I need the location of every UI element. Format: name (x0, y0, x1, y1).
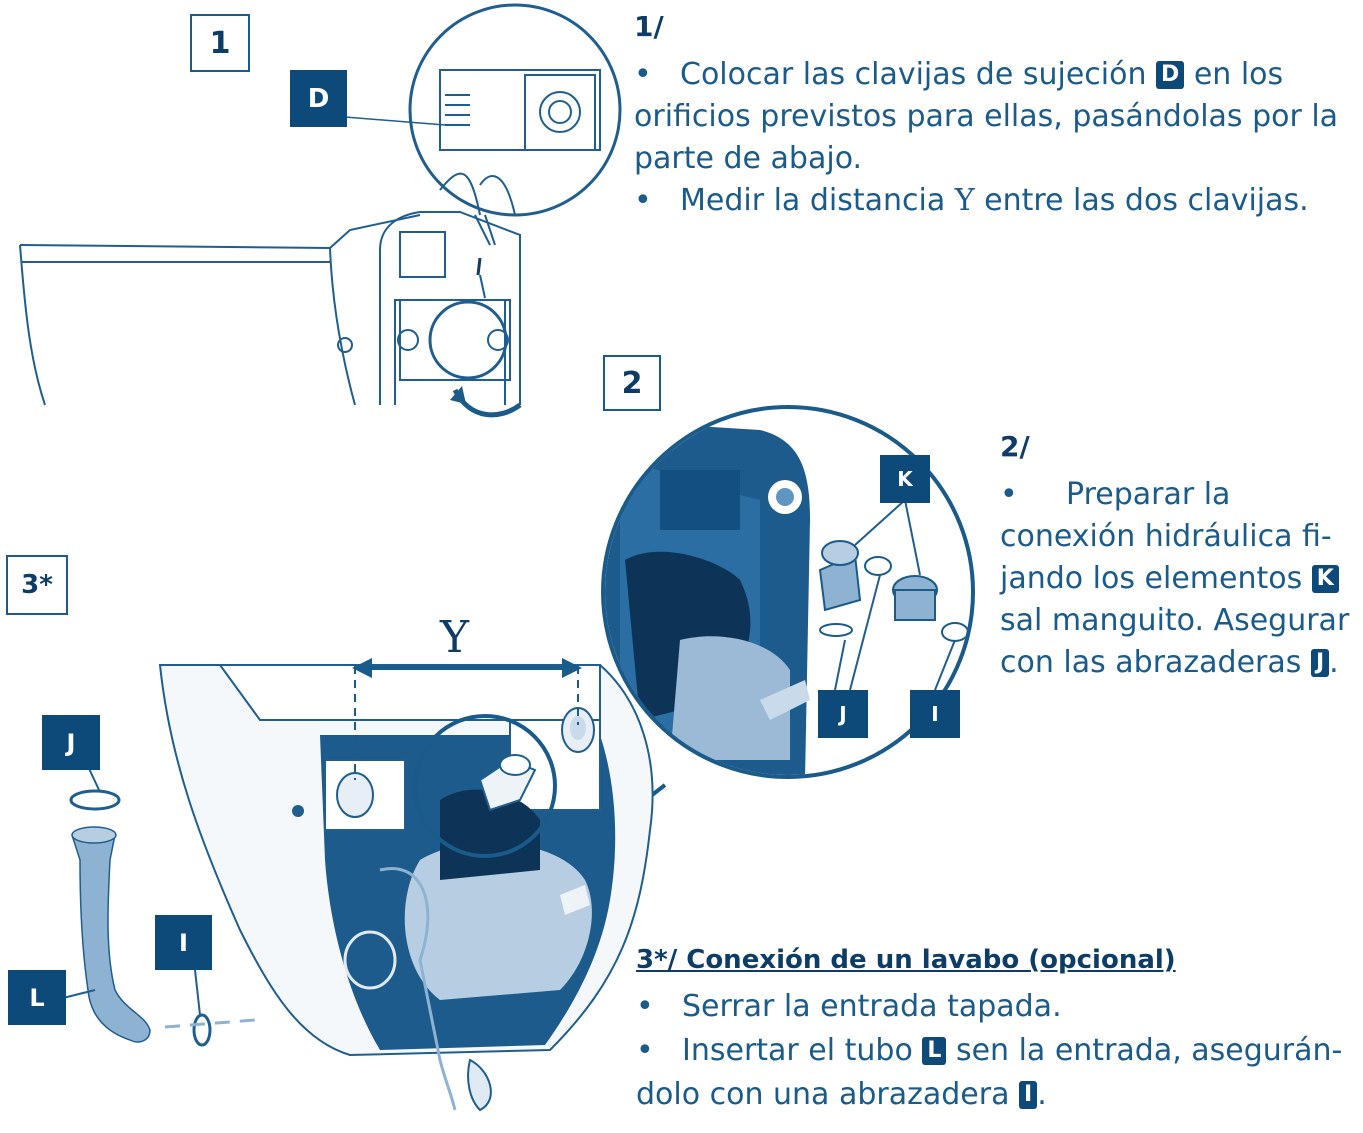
section-2-line-3: jando los elementos K (1000, 558, 1339, 600)
step-3-box: 3* (6, 555, 68, 615)
section-1-bullet-1-line-3: parte de abajo. (634, 141, 863, 176)
section-1-heading: 1/ (634, 10, 664, 43)
step-2-number: 2 (621, 365, 643, 401)
part-tag-i: I (155, 915, 212, 970)
section-1-bullet-2: •Medir la distancia Y entre las dos clav… (634, 183, 1309, 218)
part-tag-j-detail: J (818, 690, 868, 738)
section-2-line-1: •Preparar la (1000, 477, 1231, 512)
part-tag-k: K (880, 455, 930, 503)
y-dimension-arrow (352, 658, 582, 678)
section-2-heading: 2/ (1000, 430, 1030, 463)
section-3-heading: 3*/ Conexión de un lavabo (opcional) (636, 945, 1176, 975)
section-2-line-5: con las abrazaderas J. (1000, 645, 1339, 680)
part-tag-l: L (8, 970, 66, 1025)
inline-badge-i: I (1019, 1081, 1038, 1109)
inline-badge-j: J (1310, 649, 1330, 677)
step-2-box: 2 (603, 355, 661, 411)
part-tag-j: J (42, 715, 100, 770)
step-3-number: 3* (21, 570, 53, 600)
dimension-label-y: Y (440, 612, 470, 663)
section-2-line-4: sal manguito. Asegurar (1000, 603, 1350, 638)
part-tag-i-detail: I (910, 690, 960, 738)
leader-line-d (344, 116, 446, 126)
inline-badge-l: L (922, 1037, 947, 1065)
inline-badge-d: D (1156, 61, 1185, 89)
section-3-bullet-2-line-1: •Insertar el tubo L sen la entrada, aseg… (636, 1033, 1343, 1068)
step-1-number: 1 (209, 25, 231, 61)
detail-circle-1 (408, 3, 622, 246)
inline-badge-k: K (1311, 565, 1339, 593)
toilet-top-drawing (19, 211, 521, 406)
section-1-bullet-1-line-2: orificios previstos para ellas, pasándol… (634, 99, 1339, 134)
section-2-line-2: conexión hidráulica fi- (1000, 519, 1332, 554)
section-3-bullet-1: •Serrar la entrada tapada. (636, 989, 1062, 1024)
step-1-box: 1 (190, 14, 250, 72)
part-tag-d: D (290, 70, 347, 127)
section-3-bullet-2-line-2: dolo con una abrazadera I. (636, 1077, 1047, 1112)
toilet-back-drawing (158, 664, 654, 1112)
section-1-bullet-1-line-1: •Colocar las clavijas de sujeción D en l… (634, 57, 1284, 92)
